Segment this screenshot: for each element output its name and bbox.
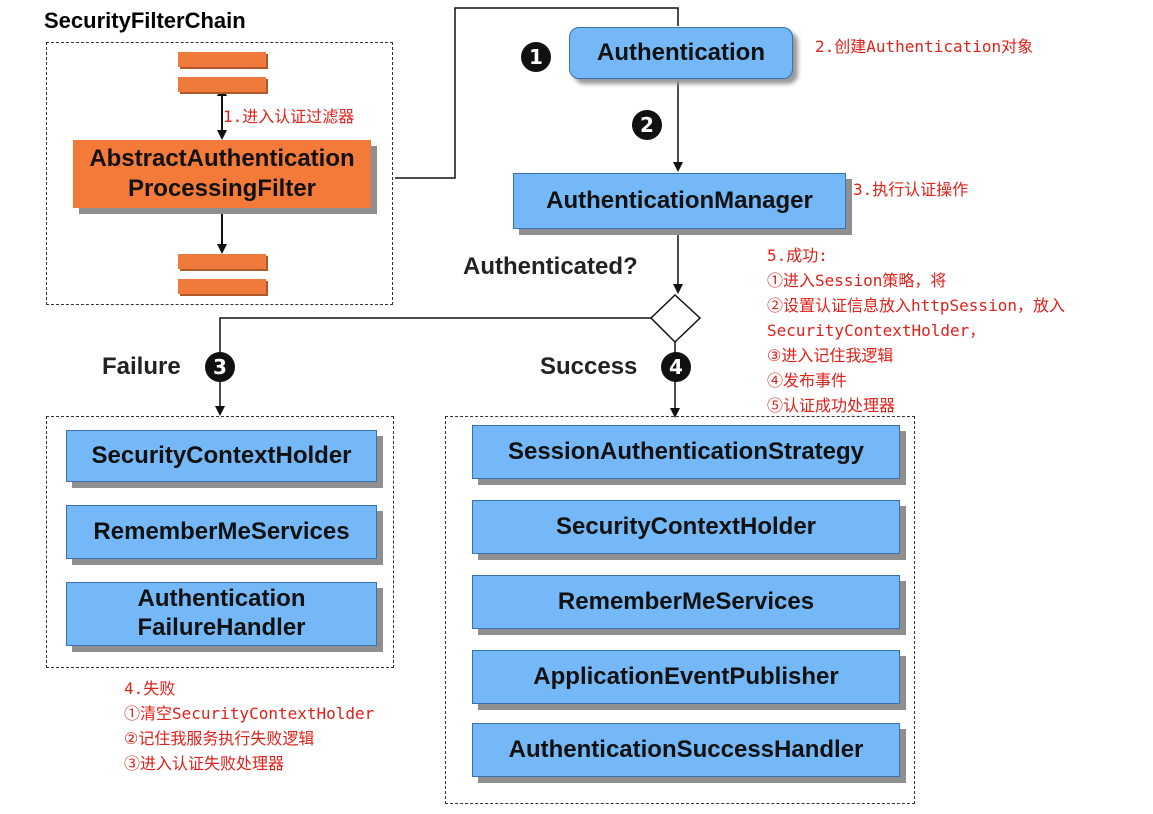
success-remember-me-services: RememberMeServices	[472, 575, 900, 629]
filter-to-authentication-line	[395, 7, 679, 179]
abstract-authentication-processing-filter: AbstractAuthentication ProcessingFilter	[73, 140, 371, 208]
authentication-manager-box: AuthenticationManager	[513, 173, 846, 229]
failure-branch-line	[215, 317, 651, 416]
note-failure-steps: 4.失败 ①清空SecurityContextHolder ②记住我服务执行失败…	[124, 679, 375, 773]
filter-bar	[178, 254, 266, 269]
note-enter-filter: 1.进入认证过滤器	[223, 107, 355, 126]
application-event-publisher: ApplicationEventPublisher	[472, 650, 900, 704]
filter-bar	[178, 52, 266, 67]
session-authentication-strategy: SessionAuthenticationStrategy	[472, 425, 900, 479]
failure-security-context-holder: SecurityContextHolder	[66, 430, 377, 482]
note-success-steps: 5.成功: ①进入Session策略，将 ②设置认证信息放入httpSessio…	[767, 246, 1065, 415]
authentication-failure-handler: Authentication FailureHandler	[66, 582, 377, 646]
step-2-badge: 2	[632, 110, 662, 140]
step-3-badge: 3	[205, 352, 235, 382]
success-security-context-holder: SecurityContextHolder	[472, 500, 900, 554]
failure-label: Failure	[102, 353, 181, 380]
authenticated-question: Authenticated?	[463, 253, 638, 280]
authentication-box: Authentication	[569, 27, 793, 79]
step-4-badge: 4	[661, 352, 691, 382]
step-1-badge: 1	[521, 42, 551, 72]
note-execute-authentication: 3.执行认证操作	[853, 180, 969, 199]
failure-container	[46, 416, 394, 668]
filter-bar	[178, 279, 266, 294]
authentication-success-handler: AuthenticationSuccessHandler	[472, 723, 900, 777]
success-label: Success	[540, 353, 638, 380]
filter-chain-container	[46, 42, 393, 305]
decision-diamond	[649, 293, 702, 344]
note-create-authentication: 2.创建Authentication对象	[815, 37, 1034, 56]
success-container	[445, 416, 915, 804]
filter-bar	[178, 77, 266, 92]
failure-remember-me-services: RememberMeServices	[66, 505, 377, 559]
chain-title: SecurityFilterChain	[44, 8, 246, 33]
